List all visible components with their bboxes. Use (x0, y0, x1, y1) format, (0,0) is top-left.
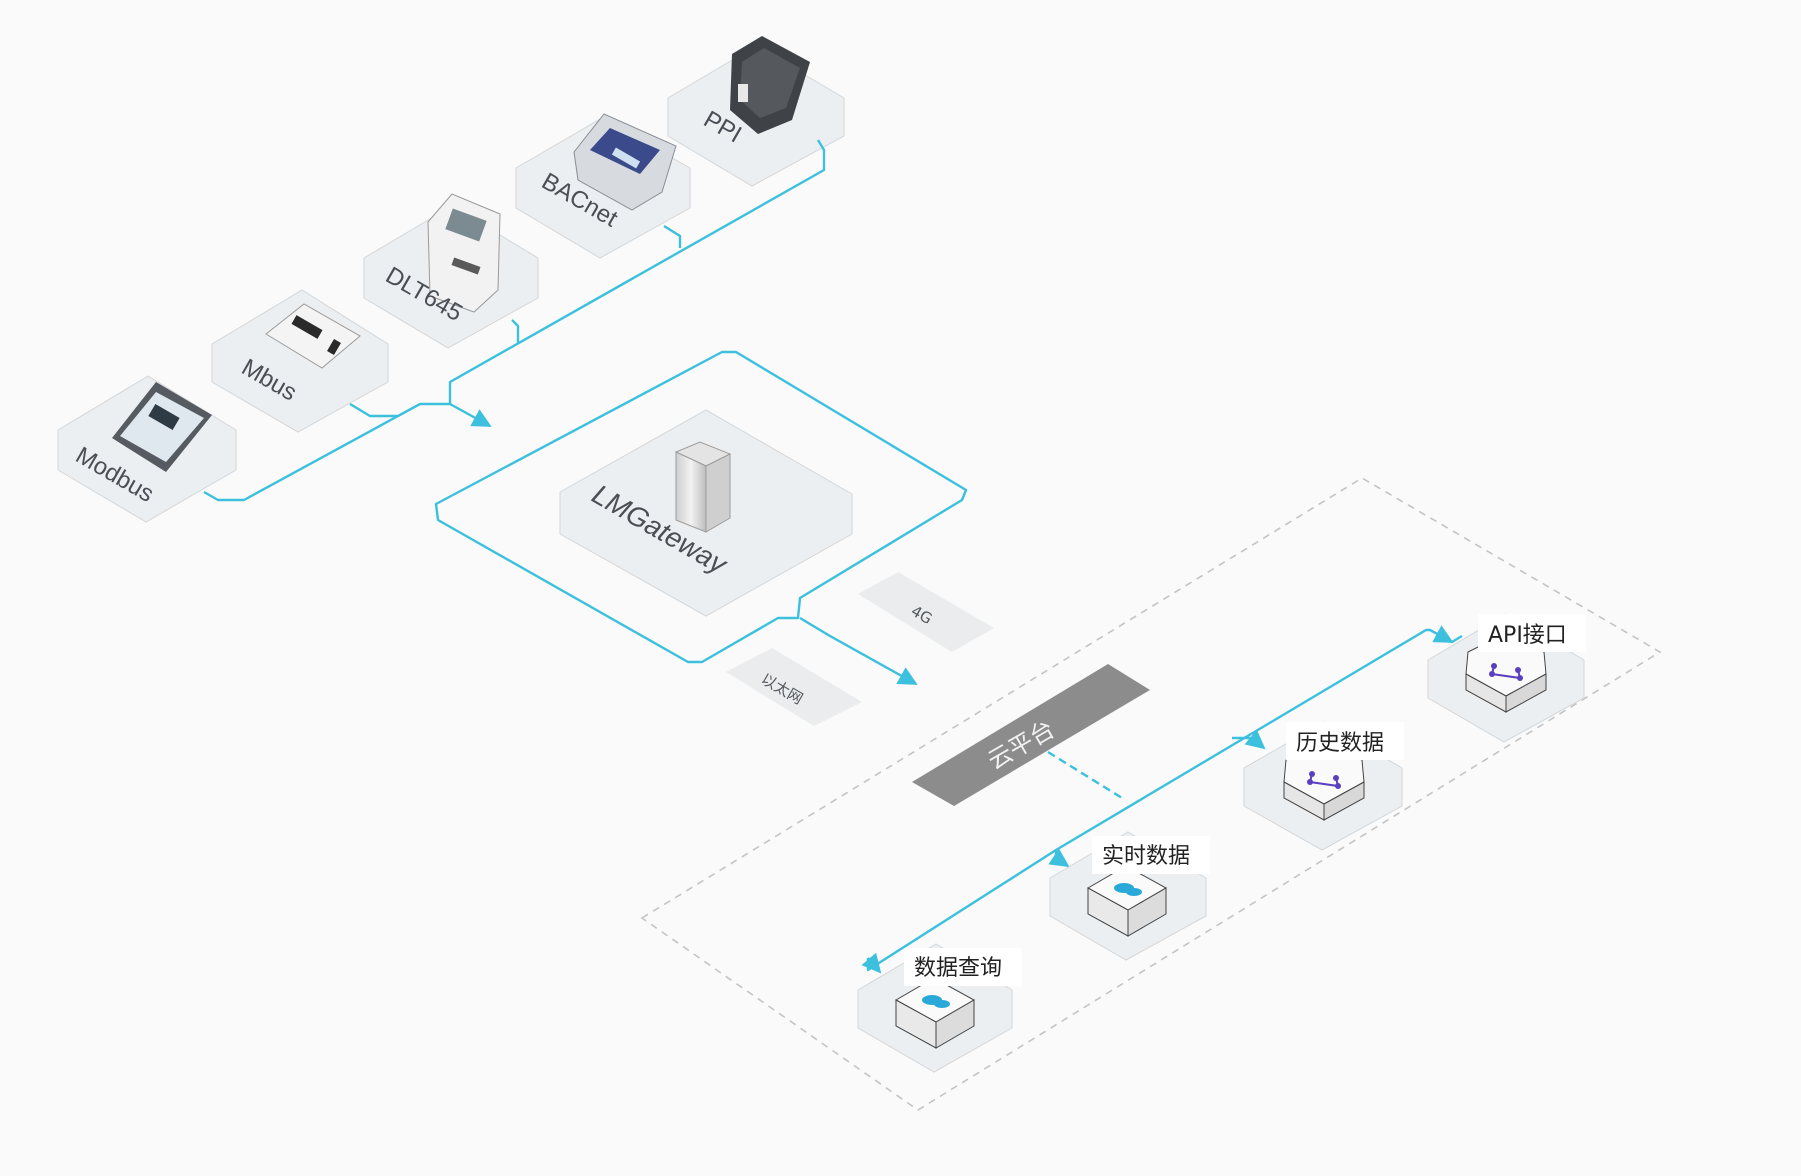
service-label: 数据查询 (914, 956, 1002, 981)
device-tile-mbus[interactable]: Mbus (211, 289, 389, 433)
service-label: 实时数据 (1102, 844, 1190, 869)
bus-arrow-to-gateway (449, 402, 492, 428)
arrow-realtime-data (1048, 848, 1070, 868)
mbus-meter-icon (265, 303, 361, 369)
cloud-data-icon (922, 995, 950, 1008)
service-label: 历史数据 (1296, 731, 1384, 756)
network-link-icon (1307, 771, 1341, 789)
arrow-data-query (861, 952, 882, 974)
bus-line-bacnet (663, 224, 682, 248)
cloud-platform-region (640, 477, 1662, 1111)
plc-icon (730, 36, 810, 134)
cloud-data-icon (1114, 883, 1142, 896)
service-tile-data-query[interactable]: 数据查询 (857, 943, 1022, 1073)
device-tile-bacnet[interactable]: BACnet (515, 113, 691, 259)
gateway-tile[interactable]: LMGateway (559, 409, 853, 617)
gateway-to-cloud-arrow (799, 616, 918, 686)
cloud-dashed-connector (1047, 750, 1123, 800)
gateway-boundary (434, 350, 968, 664)
bus-line-dlt645 (511, 319, 520, 344)
device-tile-modbus[interactable]: Modbus (57, 375, 237, 523)
device-tile-dlt645[interactable]: DLT645 (363, 193, 539, 349)
energy-meter-icon (427, 193, 501, 313)
service-label: API接口 (1488, 623, 1567, 648)
bus-line-modbus (203, 402, 421, 502)
service-tile-history-data[interactable]: 历史数据 (1243, 721, 1404, 851)
cloud-platform-bar: 云平台 (912, 664, 1150, 806)
bacnet-controller-icon (573, 113, 677, 211)
arrow-history-data (1232, 729, 1266, 750)
bus-line-ppi (448, 139, 826, 404)
service-tile-realtime-data[interactable]: 实时数据 (1049, 831, 1210, 961)
link-tile-ethernet: 以太网 (726, 648, 862, 726)
link-tile-4g: 4G (858, 572, 994, 652)
power-meter-icon (112, 382, 212, 472)
device-tile-ppi[interactable]: PPI (667, 36, 845, 187)
network-link-icon (1489, 663, 1523, 681)
gateway-cabinet-icon (674, 441, 732, 533)
service-tile-api[interactable]: API接口 (1427, 613, 1586, 743)
arrow-api (1429, 625, 1454, 644)
